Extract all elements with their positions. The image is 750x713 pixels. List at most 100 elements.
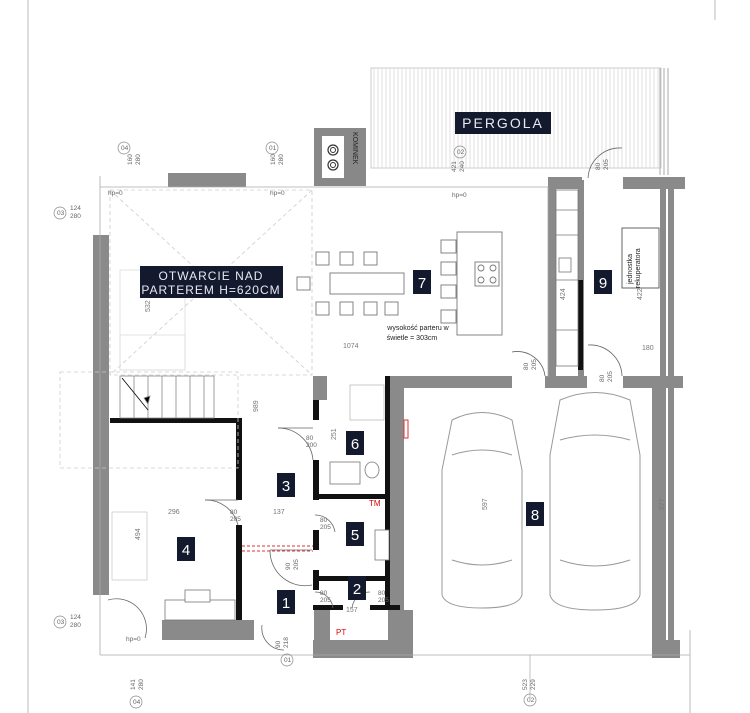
room-2-number: 2 <box>353 581 361 598</box>
dim-1074: 1074 <box>343 343 359 350</box>
tag-w03b: 03 <box>57 619 65 626</box>
hp0-marker-3: hp=0 <box>452 192 467 199</box>
door-80f: 80 <box>523 362 530 370</box>
door-218: 218 <box>283 637 290 648</box>
room-5-number: 5 <box>351 527 359 544</box>
office-desk <box>111 511 236 621</box>
pergola-label-box <box>455 112 551 134</box>
tag-w01: 01 <box>269 145 277 152</box>
tag-141: 141 <box>130 679 137 690</box>
tag-124: 124 <box>70 205 81 212</box>
door-80g: 80 <box>599 374 606 382</box>
dim-137: 137 <box>273 509 285 516</box>
hp0-marker-2: hp=0 <box>270 190 285 197</box>
door-205: 205 <box>230 516 241 523</box>
dim-157: 157 <box>346 607 358 614</box>
tag-280b: 280 <box>278 154 285 165</box>
fireplace <box>314 128 366 186</box>
dining-table <box>296 251 405 316</box>
car-right <box>549 392 641 611</box>
red-mark <box>403 419 409 439</box>
tag-w04: 04 <box>121 145 129 152</box>
inner-walls <box>110 280 583 620</box>
door-80b: 80 <box>306 435 314 442</box>
dimensions: 1074 989 532 296 494 137 251 157 597 577… <box>135 288 666 614</box>
dim-296: 296 <box>168 509 180 516</box>
hp0-marker-4: hp=0 <box>126 636 141 643</box>
tag-w04b: 04 <box>133 699 141 706</box>
door-205c: 205 <box>320 524 331 531</box>
pergola-label: PERGOLA <box>462 115 544 131</box>
room-6-badge <box>346 431 364 455</box>
tag-w02b: 02 <box>527 697 535 704</box>
tag-523: 523 <box>522 679 529 690</box>
tag-160b: 160 <box>270 154 277 165</box>
tag-w03: 03 <box>57 210 65 217</box>
dim-532: 532 <box>145 300 152 312</box>
opening-label-2: PARTEREM H=620CM <box>141 283 280 297</box>
tag-280c: 280 <box>70 213 81 220</box>
room-4-badge <box>177 537 195 561</box>
room-9-badge <box>594 270 612 294</box>
recuperator-label-2: rekuperatora <box>635 248 642 288</box>
door-80d: 80 <box>320 590 328 597</box>
tag-160: 160 <box>127 154 134 165</box>
door-80c: 80 <box>320 517 328 524</box>
markers: hp=0 hp=0 hp=0 hp=0 160 280 160 280 421 … <box>53 141 614 709</box>
room-1-number: 1 <box>282 595 290 612</box>
tag-421: 421 <box>451 161 458 172</box>
height-note-2: świetle = 303cm <box>387 335 438 342</box>
hp0-marker-1: hp=0 <box>108 190 123 197</box>
room-4-number: 4 <box>182 542 190 559</box>
tag-280e: 280 <box>138 679 145 690</box>
room-5-badge <box>346 522 364 546</box>
dim-251: 251 <box>331 428 338 440</box>
tm-label: TM <box>369 499 381 508</box>
door-80e: 80 <box>378 590 386 597</box>
car-left <box>441 412 523 609</box>
tag-w01b: 01 <box>284 657 292 664</box>
walls <box>93 173 685 658</box>
recuperator-unit <box>621 227 660 289</box>
room-7-badge <box>413 270 431 294</box>
recuperator-label-1: jednostka <box>627 254 634 285</box>
kitchen-island <box>440 231 503 336</box>
door-90b: 90 <box>275 640 282 648</box>
door-205e: 205 <box>378 597 389 604</box>
room-7-number: 7 <box>418 275 426 292</box>
tag-229: 229 <box>530 679 537 690</box>
kominek-label: KOMINEK <box>351 132 358 165</box>
door-205f: 205 <box>293 559 300 570</box>
kitchen-cabinets <box>555 189 579 367</box>
door-205g: 205 <box>531 359 538 370</box>
dim-494: 494 <box>135 528 142 540</box>
door-90: 90 <box>285 562 292 570</box>
dim-422: 422 <box>637 288 644 300</box>
outline-lines <box>99 176 690 656</box>
dim-597: 597 <box>482 498 489 510</box>
tag-240: 240 <box>459 161 466 172</box>
dim-180: 180 <box>642 345 654 352</box>
door-200: 200 <box>306 442 317 449</box>
door-205h: 205 <box>607 371 614 382</box>
dim-989: 989 <box>253 400 260 412</box>
tag-124b: 124 <box>70 614 81 621</box>
stairs <box>119 375 215 419</box>
bathroom-fixtures <box>329 384 390 561</box>
room-1-badge <box>277 590 295 614</box>
room-3-badge <box>277 473 295 497</box>
tag-280d: 280 <box>70 622 81 629</box>
tag-w02: 02 <box>457 149 465 156</box>
opening-label-box <box>140 266 283 298</box>
dim-424: 424 <box>560 288 567 300</box>
room-3-number: 3 <box>282 478 290 495</box>
door-80: 80 <box>230 509 238 516</box>
red-line <box>242 545 313 552</box>
height-note-1: wysokość parteru w <box>386 325 449 332</box>
dim-577: 577 <box>659 498 666 510</box>
opening-label-1: OTWARCIE NAD <box>159 269 264 283</box>
door-205d: 205 <box>320 597 331 604</box>
room-2-badge <box>348 576 366 600</box>
door-205i: 205 <box>603 159 610 170</box>
